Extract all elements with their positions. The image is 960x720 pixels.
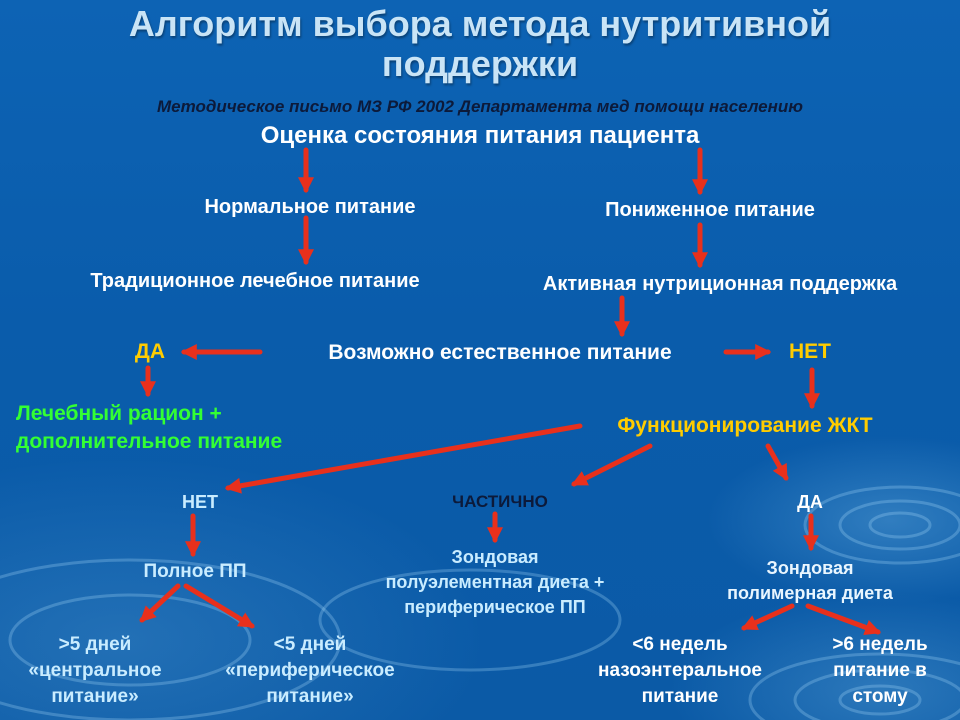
node-tube-semielemental-line1: Зондовая (451, 547, 539, 567)
node-active-support: Активная нутриционная поддержка (542, 273, 898, 295)
node-yes-gi: ДА (797, 492, 823, 512)
arrow-gi-to-no (224, 423, 583, 494)
node-central-pn-line2: «центральное (28, 660, 162, 681)
node-stoma: >6 недель питание в стому (805, 632, 955, 710)
node-tube-semielemental: Зондовая полуэлементная диета + перифери… (330, 545, 660, 620)
node-tube-polymeric-line2: полимерная диета (727, 583, 893, 603)
node-full-pn: Полное ПП (143, 561, 247, 582)
node-yes-natural: ДА (134, 340, 166, 363)
arrow-gi-to-partial (571, 443, 653, 487)
node-stoma-line2: питание в (833, 660, 927, 681)
node-tube-polymeric: Зондовая полимерная диета (680, 556, 940, 606)
page-subtitle: Методическое письмо МЗ РФ 2002 Департаме… (157, 97, 803, 116)
node-normal-nutrition: Нормальное питание (204, 196, 416, 218)
node-diet: Лечебный рацион + дополнительное питание (16, 400, 376, 456)
node-gi-function: Функционирование ЖКТ (617, 414, 873, 437)
node-central-pn-line1: >5 дней (58, 634, 132, 655)
node-tube-semielemental-line3: периферическое ПП (404, 597, 586, 617)
node-peripheral-pn: <5 дней «периферическое питание» (195, 632, 425, 710)
node-diet-line1: Лечебный рацион + (16, 402, 222, 425)
page-title: Алгоритм выбора метода нутритивной подде… (128, 3, 832, 84)
node-nasoenteral-line1: <6 недель (632, 634, 728, 655)
arrow-tube-to-stoma (805, 603, 881, 636)
node-stoma-line3: стому (852, 686, 908, 707)
node-no-natural: НЕТ (789, 340, 831, 363)
arrow-full-pn-to-peripheral (183, 583, 255, 629)
arrow-gi-to-yes (765, 443, 789, 481)
node-partial-gi: ЧАСТИЧНО (452, 492, 548, 511)
node-nasoenteral-line3: питание (641, 686, 719, 707)
arrow-tube-to-nasoenteral (741, 603, 795, 631)
node-traditional-nutrition: Традиционное лечебное питание (90, 270, 420, 292)
node-assessment: Оценка состояния питания пациента (260, 122, 700, 149)
node-central-pn: >5 дней «центральное питание» (0, 632, 190, 710)
node-tube-semielemental-line2: полуэлементная диета + (385, 572, 605, 592)
node-peripheral-pn-line3: питание» (266, 686, 354, 707)
node-diet-line2: дополнительное питание (16, 430, 283, 453)
node-central-pn-line3: питание» (51, 686, 139, 707)
node-nasoenteral: <6 недель назоэнтеральное питание (570, 632, 790, 710)
node-nasoenteral-line2: назоэнтеральное (597, 660, 762, 681)
node-no-gi: НЕТ (182, 492, 218, 512)
arrow-full-pn-to-central (139, 583, 181, 623)
node-reduced-nutrition: Пониженное питание (605, 199, 815, 221)
node-peripheral-pn-line1: <5 дней (273, 634, 347, 655)
node-natural-possible: Возможно естественное питание (328, 341, 672, 364)
node-tube-polymeric-line1: Зондовая (766, 558, 854, 578)
node-stoma-line1: >6 недель (832, 634, 928, 655)
node-peripheral-pn-line2: «периферическое (225, 660, 395, 681)
